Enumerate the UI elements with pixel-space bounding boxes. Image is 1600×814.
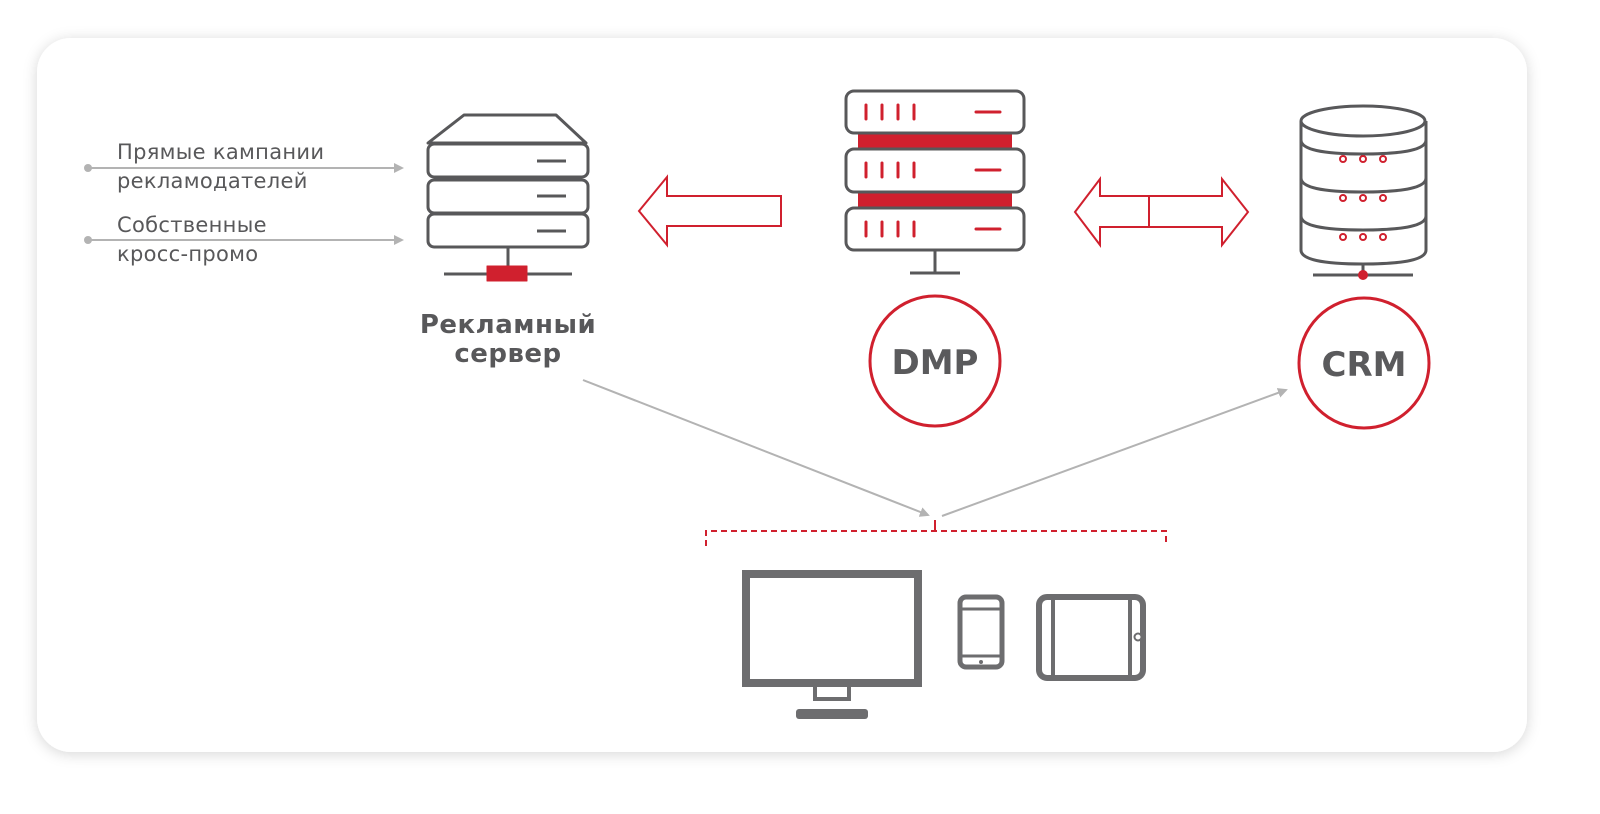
input-label-line2: кросс-промо — [117, 242, 258, 266]
ad-server-label-line1: Рекламный — [420, 310, 596, 340]
input-own-promo: Собственные кросс-промо — [84, 213, 404, 266]
devices-group — [742, 570, 1146, 719]
dmp-circle — [868, 294, 1002, 428]
input-direct-campaigns: Прямые кампании рекламодателей — [84, 140, 404, 193]
tablet-icon — [1036, 594, 1146, 681]
dmp-to-adserver-arrow — [637, 174, 782, 248]
dmp-crm-double-arrow — [1073, 176, 1250, 248]
devices-bracket — [705, 520, 1167, 546]
ad-server-node: Рекламный сервер — [420, 113, 596, 369]
input-label-line1: Прямые кампании — [117, 140, 324, 164]
devices-to-crm-arrow — [941, 388, 1288, 517]
input-label-line1: Собственные — [117, 213, 267, 237]
input-label-line2: рекламодателей — [117, 169, 308, 193]
adserver-to-devices-arrow — [582, 379, 930, 517]
database-icon — [1299, 104, 1428, 280]
dmp-node: DMP — [844, 89, 1026, 428]
smartphone-icon — [957, 594, 1005, 670]
crm-label: CRM — [1322, 345, 1407, 385]
crm-node: CRM — [1297, 104, 1431, 430]
dmp-label: DMP — [892, 343, 979, 383]
ad-server-label-line2: сервер — [454, 339, 561, 369]
server-rack-icon — [844, 89, 1026, 275]
desktop-monitor-icon — [742, 570, 922, 719]
server-stack-icon — [426, 113, 590, 282]
crm-circle — [1297, 296, 1431, 430]
